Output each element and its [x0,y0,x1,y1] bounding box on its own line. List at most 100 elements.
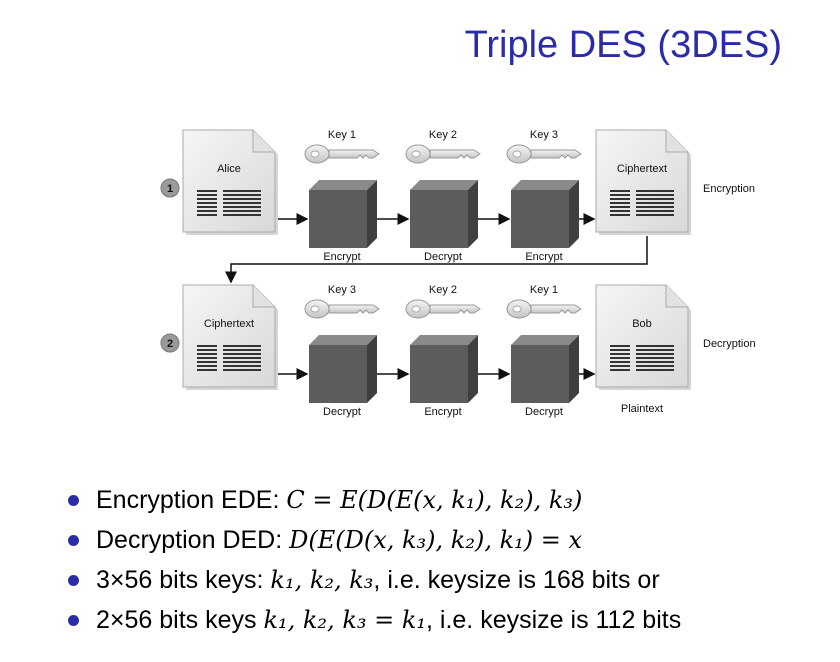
doc-text-line [610,210,630,212]
cube-top [511,180,579,190]
doc-text-line [223,345,261,347]
step-badge-1: 1 [160,178,180,198]
key-icon [506,144,582,164]
operation-label: Encrypt [424,406,461,418]
cube-top [309,180,377,190]
key-blade [530,304,582,314]
doc-text-line [610,194,630,196]
key-hole [411,150,421,158]
operation-label: Decrypt [525,406,563,418]
key-hole [310,150,320,158]
target-sublabel: Plaintext [621,403,663,415]
doc-text-line [636,349,674,351]
doc-label: Alice [217,163,241,175]
doc-fold [665,130,688,153]
cube-side [468,180,478,248]
cube-side [569,180,579,248]
key-icon [304,299,380,319]
doc-text-line [636,202,674,204]
doc-text-line [197,202,217,204]
key-label: Key 1 [530,284,558,296]
bullet-decryption: Decryption DED: D(E(D(x, k₃), k₂), k₁) =… [66,520,681,560]
key-label: Key 2 [429,284,457,296]
doc-text-line [197,361,217,363]
cube-front [309,190,367,248]
page-title: Triple DES (3DES) [464,24,782,66]
target-document: Ciphertext [595,129,691,235]
cipher-cube [410,335,478,403]
source-document: Alice [182,129,278,235]
doc-fold [252,130,275,153]
step-circle [160,178,180,198]
doc-text-line [197,194,217,196]
cube-top [511,335,579,345]
target-document: Bob [595,284,691,390]
doc-text-line [636,214,674,216]
key-label: Key 1 [328,129,356,141]
doc-fold [252,285,275,308]
cube-side [367,335,377,403]
bullet-dot [68,495,79,506]
doc-text-line [636,369,674,371]
doc-text-line [197,349,217,351]
key-blade [328,304,380,314]
cipher-cube [309,180,377,248]
key-label: Key 3 [328,284,356,296]
doc-text-line [223,194,261,196]
bullet-dot [68,615,79,626]
cube-front [511,345,569,403]
key-icon [506,299,582,319]
doc-text-line [223,353,261,355]
cube-front [410,190,468,248]
doc-text-line [197,353,217,355]
doc-text-line [636,210,674,212]
doc-text-line [223,202,261,204]
doc-text-line [197,214,217,216]
bullet-dot [68,535,79,546]
step-circle [160,333,180,353]
doc-text-line [610,198,630,200]
key-hole [310,305,320,313]
doc-text-line [223,357,261,359]
doc-text-line [223,198,261,200]
cube-front [511,190,569,248]
cipher-cube [309,335,377,403]
source-document: Ciphertext [182,284,278,390]
key-hole [512,305,522,313]
doc-text-line [636,345,674,347]
doc-text-line [197,369,217,371]
doc-text-line [636,357,674,359]
doc-text-line [636,198,674,200]
doc-text-line [610,202,630,204]
cube-front [410,345,468,403]
doc-text-line [197,198,217,200]
doc-text-line [197,357,217,359]
doc-text-line [636,365,674,367]
cube-top [410,180,478,190]
key-blade [429,304,481,314]
bullet-three-keys: 3×56 bits keys: k₁, k₂, k₃, i.e. keysize… [66,560,681,600]
cipher-cube [410,180,478,248]
doc-text-line [223,190,261,192]
doc-text-line [610,349,630,351]
doc-text-line [610,190,630,192]
doc-text-line [610,214,630,216]
doc-text-line [223,210,261,212]
bullet-two-keys: 2×56 bits keys k₁, k₂, k₃ = k₁, i.e. key… [66,600,681,640]
doc-text-line [610,361,630,363]
cube-side [468,335,478,403]
step-number: 2 [167,338,173,350]
key-icon [405,144,481,164]
connector-arrow [225,236,648,284]
key-label: Key 2 [429,129,457,141]
doc-text-line [610,357,630,359]
doc-label: Ciphertext [204,318,254,330]
key-icon [405,299,481,319]
side-label: Decryption [703,338,756,350]
doc-text-line [223,349,261,351]
doc-text-line [223,206,261,208]
doc-text-line [197,190,217,192]
doc-fold [665,285,688,308]
key-blade [429,149,481,159]
